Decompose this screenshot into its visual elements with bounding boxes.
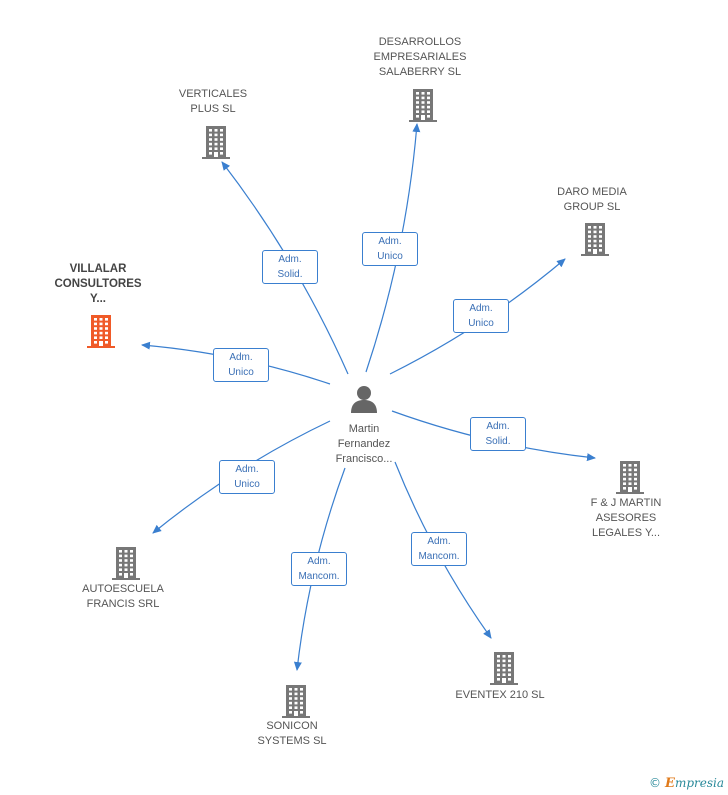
company-label-autoescuela[interactable]: AUTOESCUELA FRANCIS SRL (82, 583, 164, 610)
company-node-fjmartin[interactable] (615, 458, 645, 499)
copyright-symbol: © (649, 776, 662, 790)
edge-label-verticales[interactable]: Adm. Solid. (262, 250, 318, 284)
company-node-desarrollos[interactable] (408, 86, 438, 127)
company-node-villalar[interactable] (86, 312, 116, 353)
edge-label-villalar[interactable]: Adm. Unico (213, 348, 269, 382)
center-node[interactable] (340, 384, 388, 414)
company-node-autoescuela[interactable] (111, 544, 141, 585)
building-icon (616, 461, 644, 494)
company-label-sonicon[interactable]: SONICON SYSTEMS SL (257, 720, 327, 747)
company-node-eventex[interactable] (489, 649, 519, 690)
building-icon (202, 126, 230, 159)
brand-name: mpresia (674, 776, 724, 790)
edge-label-desarrollos[interactable]: Adm. Unico (362, 232, 418, 266)
building-icon (409, 89, 437, 122)
center-node-label[interactable]: Martin Fernandez Francisco... (335, 423, 393, 465)
company-label-daro[interactable]: DARO MEDIA GROUP SL (557, 186, 627, 213)
company-node-verticales[interactable] (201, 123, 231, 164)
building-icon (581, 223, 609, 256)
company-label-fjmartin[interactable]: F & J MARTIN ASESORES LEGALES Y... (590, 497, 662, 539)
building-icon (282, 685, 310, 718)
person-icon (351, 386, 377, 413)
company-node-daro[interactable] (580, 220, 610, 261)
edge-label-fjmartin[interactable]: Adm. Solid. (470, 417, 526, 451)
building-icon (112, 547, 140, 580)
edge-label-eventex[interactable]: Adm. Mancom. (411, 532, 467, 566)
edge-label-daro[interactable]: Adm. Unico (453, 299, 509, 333)
building-icon (87, 315, 115, 348)
company-label-eventex[interactable]: EVENTEX 210 SL (455, 689, 545, 701)
edge-label-autoescuela[interactable]: Adm. Unico (219, 460, 275, 494)
company-label-verticales[interactable]: VERTICALES PLUS SL (178, 88, 248, 115)
company-label-desarrollos[interactable]: DESARROLLOS EMPRESARIALES SALABERRY SL (373, 36, 467, 78)
company-label-villalar[interactable]: VILLALAR CONSULTORES Y... (54, 263, 142, 305)
building-icon (490, 652, 518, 685)
brand-initial: E (665, 776, 675, 791)
footer-brand: ©Empresia (649, 776, 724, 791)
edge-label-sonicon[interactable]: Adm. Mancom. (291, 552, 347, 586)
company-node-sonicon[interactable] (281, 682, 311, 723)
